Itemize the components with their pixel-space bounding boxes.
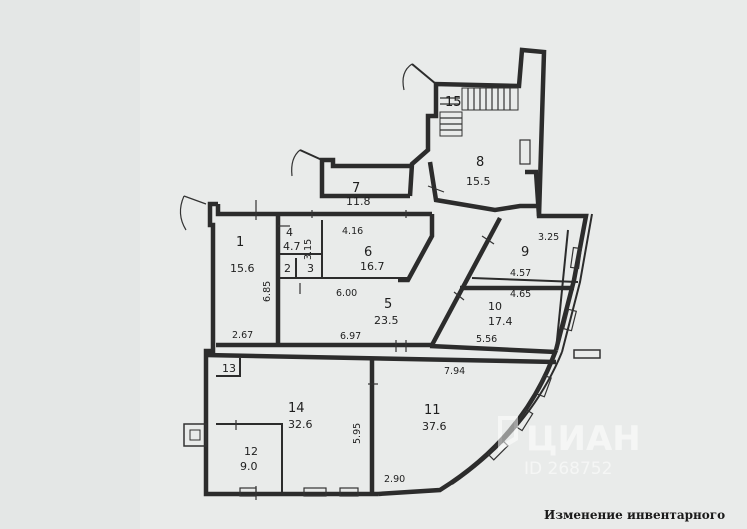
room-8-number: 8 [476,155,484,170]
room-12-area: 9.0 [240,460,258,473]
dim-6-85: 6.85 [262,281,273,302]
room-2-number: 2 [284,262,291,275]
room-5: 5 23.5 [374,297,399,327]
dim-4-57: 4.57 [510,268,531,279]
room-5-number: 5 [384,297,392,312]
dim-3-15: 3.15 [303,239,314,260]
room-3-number: 3 [307,262,314,275]
room-8-area: 15.5 [466,175,491,188]
dim-3-25: 3.25 [538,232,559,243]
room-7-number: 7 [352,181,360,196]
room-14: 14 32.6 [288,401,313,431]
document-caption: Изменение инвентарного [544,508,726,522]
dim-6-00: 6.00 [336,288,357,299]
dim-2-67: 2.67 [232,330,253,341]
balcony-arcs [179,63,601,447]
room-13-number: 13 [222,362,236,375]
room-1-number: 1 [236,235,244,250]
room-6-area: 16.7 [360,260,385,273]
room-7: 7 11.8 [346,181,371,208]
room-10-area: 17.4 [488,315,513,328]
dim-2-90: 2.90 [384,474,405,485]
room-1-area: 15.6 [230,262,255,275]
dim-6-97: 6.97 [340,331,361,342]
room-9: 9 [521,245,529,260]
paper-shadow [0,0,140,529]
interior-walls [205,185,579,500]
room-6: 6 16.7 [360,245,385,273]
room-12-number: 12 [244,445,258,458]
room-12: 12 9.0 [240,445,258,473]
dim-4-16: 4.16 [342,226,363,237]
room-4: 4 4.7 [283,226,301,253]
room-13: 13 [222,362,236,375]
dim-4-65: 4.65 [510,289,531,300]
room-7-area: 11.8 [346,195,371,208]
room-11-number: 11 [424,403,441,418]
room-4-number: 4 [286,226,293,239]
room-1: 1 15.6 [230,235,255,275]
room-10-number: 10 [488,300,502,313]
room-11-area: 37.6 [422,420,447,433]
room-14-area: 32.6 [288,418,313,431]
room-3: 3 [307,262,314,275]
room-14-number: 14 [288,401,305,416]
room-15-number: 15 [445,95,462,110]
room-8: 8 15.5 [466,155,491,188]
cian-logo-icon [498,416,518,452]
room-11: 11 37.6 [422,403,447,433]
staircase [439,87,519,137]
dim-5-95: 5.95 [352,423,363,444]
watermark: ЦИАН ID 268752 [498,416,641,479]
room-2: 2 [284,262,291,275]
watermark-id: ID 268752 [524,459,612,479]
dimension-labels: 6.85 2.67 6.00 6.97 4.16 3.15 3.25 4.57 … [232,226,559,485]
room-6-number: 6 [364,245,372,260]
room-9-number: 9 [521,245,529,260]
dim-5-56: 5.56 [476,334,497,345]
room-5-area: 23.5 [374,314,399,327]
watermark-brand: ЦИАН [526,419,641,459]
room-10: 10 17.4 [488,300,513,328]
room-4-area: 4.7 [283,240,301,253]
dim-7-94: 7.94 [444,366,465,377]
room-15: 15 [445,95,462,110]
